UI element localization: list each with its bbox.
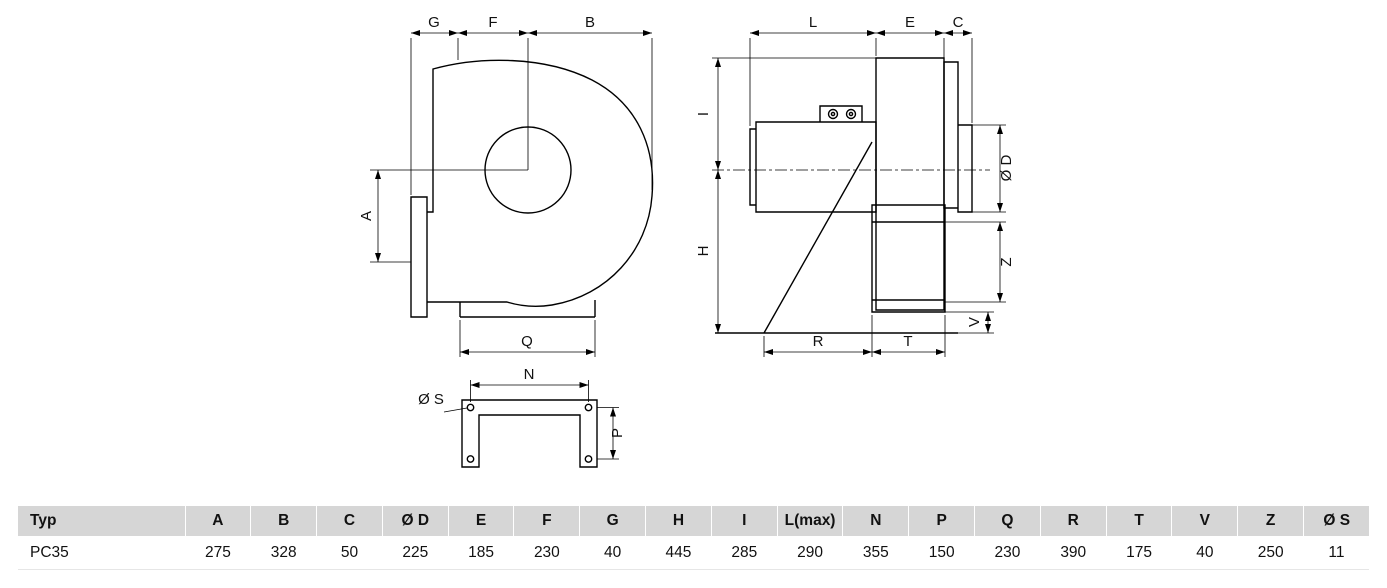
dim-label-f: F — [488, 14, 497, 31]
header-cell: E — [447, 506, 514, 536]
value-cell: 445 — [645, 536, 712, 570]
value-cell: 390 — [1040, 536, 1107, 570]
header-cell: C — [316, 506, 383, 536]
cable-gland — [845, 108, 857, 120]
dim-label-t: T — [903, 333, 912, 350]
dim-label-p: P — [609, 428, 626, 438]
mounting-hole — [466, 403, 475, 412]
value-cell: 50 — [316, 536, 383, 570]
value-cell: 328 — [250, 536, 317, 570]
dim-label-a: A — [358, 211, 375, 221]
housing — [875, 57, 945, 311]
value-cell: 250 — [1237, 536, 1304, 570]
value-cell: 230 — [974, 536, 1041, 570]
fan-dimension-drawing: G F B A Q N Ø S P — [358, 14, 1015, 468]
header-cell: Ø S — [1303, 506, 1370, 536]
mounting-hole — [584, 455, 593, 463]
cable-gland — [827, 108, 839, 120]
header-cell: R — [1039, 506, 1107, 536]
foot-view — [461, 399, 598, 468]
dim-label-os: Ø S — [418, 391, 444, 408]
dim-label-l: L — [809, 14, 817, 31]
header-cell: T — [1105, 506, 1172, 536]
header-cell: Ø D — [381, 506, 449, 536]
support-strut — [763, 141, 873, 334]
dim-label-i: I — [695, 112, 712, 116]
dim-label-od: Ø D — [998, 155, 1015, 182]
value-cell: 40 — [579, 536, 646, 570]
foot-view-dimensions: N Ø S P — [418, 366, 626, 460]
front-view — [712, 57, 990, 334]
dim-label-c: C — [953, 14, 964, 31]
side-view-dimensions: G F B A Q — [358, 14, 653, 357]
value-cell: 40 — [1171, 536, 1238, 570]
front-view-dimensions: L E C I H Ø D Z V R T — [695, 14, 1015, 357]
value-cell: 225 — [382, 536, 449, 570]
header-cell: F — [513, 506, 580, 536]
value-cell: 355 — [842, 536, 909, 570]
foot-plate — [459, 300, 596, 318]
value-cell: 150 — [908, 536, 975, 570]
value-cell: 275 — [185, 536, 251, 570]
table-row: PC35 275 328 50 225 185 230 40 445 285 2… — [18, 536, 1370, 570]
dim-label-b: B — [585, 14, 595, 31]
mounting-hole — [466, 455, 475, 463]
dim-label-e: E — [905, 14, 915, 31]
header-cell: G — [579, 506, 646, 536]
dim-label-n: N — [524, 366, 535, 383]
header-cell: I — [710, 506, 778, 536]
value-cell: 11 — [1303, 536, 1370, 570]
value-cell-typ: PC35 — [18, 536, 185, 570]
value-cell: 230 — [513, 536, 580, 570]
technical-drawing: G F B A Q N Ø S P — [358, 14, 1015, 468]
value-cell: 175 — [1106, 536, 1172, 570]
value-cell: 290 — [777, 536, 843, 570]
dim-label-v: V — [966, 317, 983, 327]
dim-label-r: R — [813, 333, 824, 350]
dim-label-q: Q — [521, 333, 533, 350]
mounting-hole — [584, 403, 593, 412]
dim-label-g: G — [428, 14, 440, 31]
dim-label-z: Z — [998, 257, 1015, 266]
dim-label-h: H — [695, 246, 712, 257]
header-cell: V — [1171, 506, 1238, 536]
value-cell: 285 — [711, 536, 778, 570]
side-view-scroll — [410, 59, 654, 318]
header-cell: P — [908, 506, 975, 536]
motor — [749, 105, 877, 213]
header-cell: Z — [1237, 506, 1304, 536]
header-cell: N — [842, 506, 909, 536]
header-cell: Q — [974, 506, 1041, 536]
header-cell: B — [250, 506, 317, 536]
value-cell: 185 — [448, 536, 514, 570]
dimensions-table: Typ A B C Ø D E F G H I L(max) N P Q R T… — [18, 506, 1370, 570]
header-cell: H — [645, 506, 712, 536]
header-cell-typ: Typ — [18, 506, 185, 536]
outlet-box — [871, 204, 946, 313]
header-cell: L(max) — [776, 506, 843, 536]
header-cell: A — [184, 506, 251, 536]
inlet-ring — [943, 61, 973, 213]
table-header-row: Typ A B C Ø D E F G H I L(max) N P Q R T… — [18, 506, 1370, 536]
